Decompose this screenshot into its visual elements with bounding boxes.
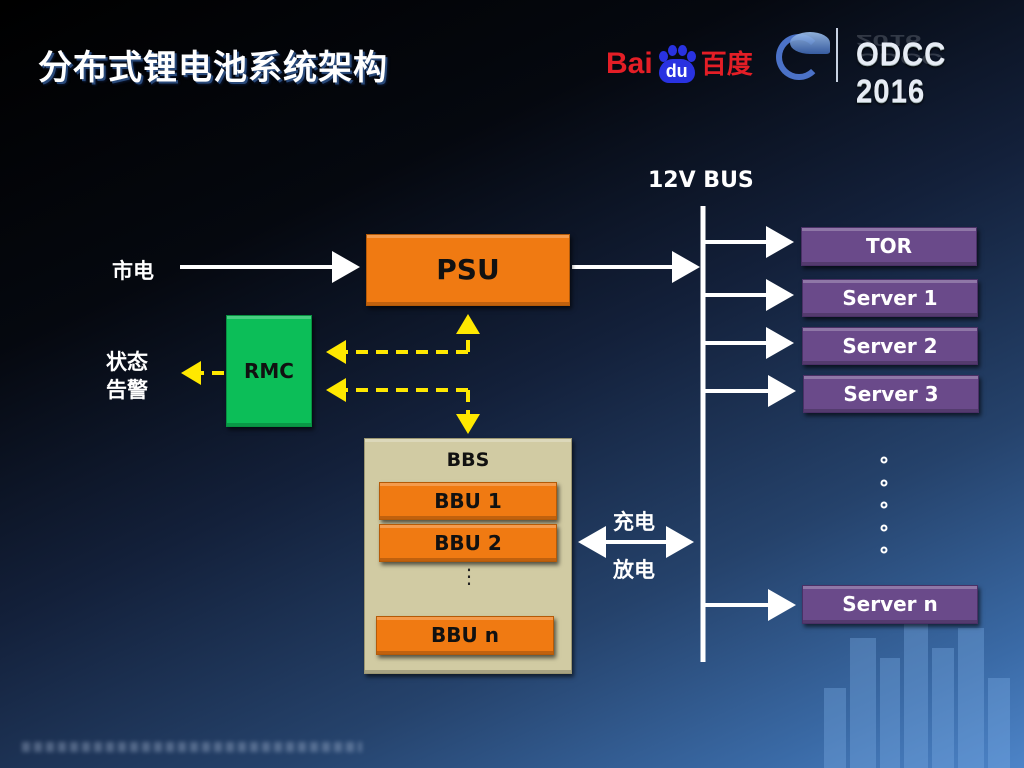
discharge-label: 放电	[613, 558, 655, 582]
server-3-box: Server 3	[803, 375, 979, 413]
bbu-ellipsis: ⋮	[459, 564, 479, 588]
baidu-logo-prefix: Bai	[606, 47, 653, 80]
server-1-box: Server 1	[802, 279, 978, 317]
servers-ellipsis	[880, 456, 888, 554]
blurred-footer-text	[22, 742, 362, 752]
status-label: 状态	[106, 350, 148, 374]
bbu-1-box: BBU 1	[379, 482, 557, 520]
status-alarm-label: 状态 告警	[106, 348, 148, 404]
leaf-icon	[790, 32, 830, 54]
mains-label: 市电	[112, 259, 154, 283]
psu-box: PSU	[366, 234, 570, 306]
odcc-logo: ODCC 2016	[856, 36, 947, 109]
tor-box: TOR	[801, 227, 977, 266]
bbu-2-box: BBU 2	[379, 524, 557, 562]
logo-divider	[836, 28, 838, 82]
baidu-paw-icon: du	[655, 45, 699, 85]
bus-label: 12V BUS	[648, 168, 754, 193]
slide-title: 分布式锂电池系统架构	[38, 48, 388, 88]
server-n-box: Server n	[802, 585, 978, 624]
bbs-label: BBS	[446, 449, 490, 471]
baidu-logo-cn: 百度	[700, 49, 753, 79]
alarm-label: 告警	[106, 378, 148, 402]
city-skyline-decoration	[824, 618, 1010, 768]
bbu-n-box: BBU n	[376, 616, 554, 655]
rmc-box: RMC	[226, 315, 312, 427]
server-2-box: Server 2	[802, 327, 978, 365]
charge-label: 充电	[613, 510, 655, 534]
